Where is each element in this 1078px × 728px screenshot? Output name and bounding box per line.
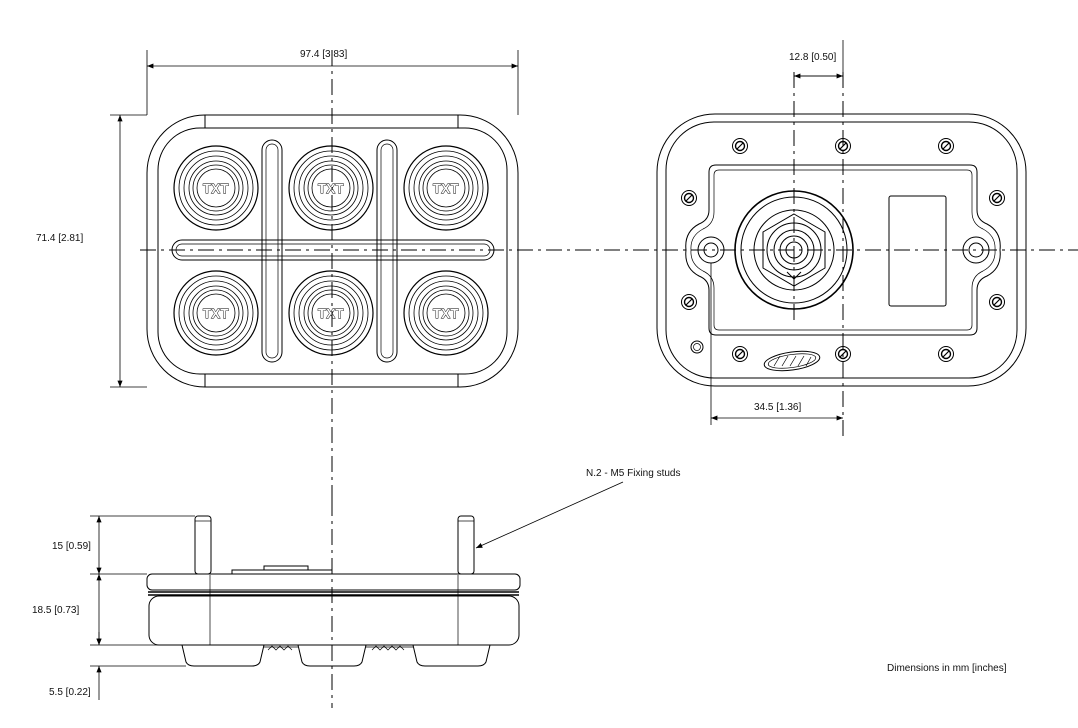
side-top-plate xyxy=(146,573,521,591)
screw-icon xyxy=(732,138,748,154)
front-button-label: TXT xyxy=(318,306,344,321)
fixing-stud-right xyxy=(457,515,475,575)
width-dimension: 97.4 [3.83] xyxy=(146,49,519,115)
side-view xyxy=(146,515,521,667)
body-height-dimension-label: 18.5 [0.73] xyxy=(32,605,79,616)
height-dimension: 71.4 [2.81] xyxy=(36,114,147,388)
body-height-dimension: 18.5 [0.73] xyxy=(32,574,182,646)
front-rib-vertical-left xyxy=(261,139,283,363)
front-button-5: TXT xyxy=(288,270,374,356)
rear-indicator xyxy=(690,340,704,354)
rear-mount-hole-right xyxy=(962,236,990,264)
front-button-label: TXT xyxy=(203,306,229,321)
front-button-label: TXT xyxy=(203,181,229,196)
fixing-stud-left xyxy=(194,515,212,575)
front-buttons: TXT TXT TXT TXT TXT TXT xyxy=(173,145,489,356)
fixing-studs-callout-label: N.2 - M5 Fixing studs xyxy=(586,468,680,479)
screw-icon xyxy=(732,346,748,362)
offset-dimension-bottom-label: 34.5 [1.36] xyxy=(754,402,801,413)
screw-icon xyxy=(989,294,1005,310)
front-button-6: TXT xyxy=(403,270,489,356)
screw-icon xyxy=(681,294,697,310)
fixing-studs-callout: N.2 - M5 Fixing studs xyxy=(475,468,680,549)
button-height-dimension: 5.5 [0.22] xyxy=(49,632,186,700)
screw-icon xyxy=(938,346,954,362)
screw-icon xyxy=(989,190,1005,206)
front-button-label: TXT xyxy=(433,306,459,321)
width-dimension-label: 97.4 [3.83] xyxy=(300,49,347,60)
front-button-2: TXT xyxy=(288,145,374,231)
front-view: TXT TXT TXT TXT TXT TXT xyxy=(146,114,519,388)
button-height-dimension-label: 5.5 [0.22] xyxy=(49,687,91,698)
height-dimension-label: 71.4 [2.81] xyxy=(36,233,83,244)
offset-dimension-top: 12.8 [0.50] xyxy=(789,40,844,79)
offset-dimension-top-label: 12.8 [0.50] xyxy=(789,52,836,63)
front-button-4: TXT xyxy=(173,270,259,356)
front-rib-vertical-right xyxy=(376,139,398,363)
screw-icon xyxy=(938,138,954,154)
side-main-body xyxy=(148,595,520,646)
screw-icon xyxy=(681,190,697,206)
rear-label-window xyxy=(888,195,947,307)
front-button-3: TXT xyxy=(403,145,489,231)
front-button-1: TXT xyxy=(173,145,259,231)
rear-outer-frame xyxy=(656,113,1027,387)
rear-inner-frame xyxy=(665,121,1018,379)
side-button-right xyxy=(412,644,491,667)
units-note: Dimensions in mm [inches] xyxy=(887,663,1007,674)
front-button-label: TXT xyxy=(433,181,459,196)
aim-logo xyxy=(763,350,821,372)
side-button-left xyxy=(181,644,265,667)
front-button-label: TXT xyxy=(318,181,344,196)
rear-view xyxy=(656,113,1027,387)
rear-panel xyxy=(685,164,1001,336)
stud-height-dimension-label: 15 [0.59] xyxy=(52,541,91,552)
offset-dimension-bottom: 34.5 [1.36] xyxy=(710,263,843,425)
stud-height-dimension: 15 [0.59] xyxy=(52,515,195,575)
